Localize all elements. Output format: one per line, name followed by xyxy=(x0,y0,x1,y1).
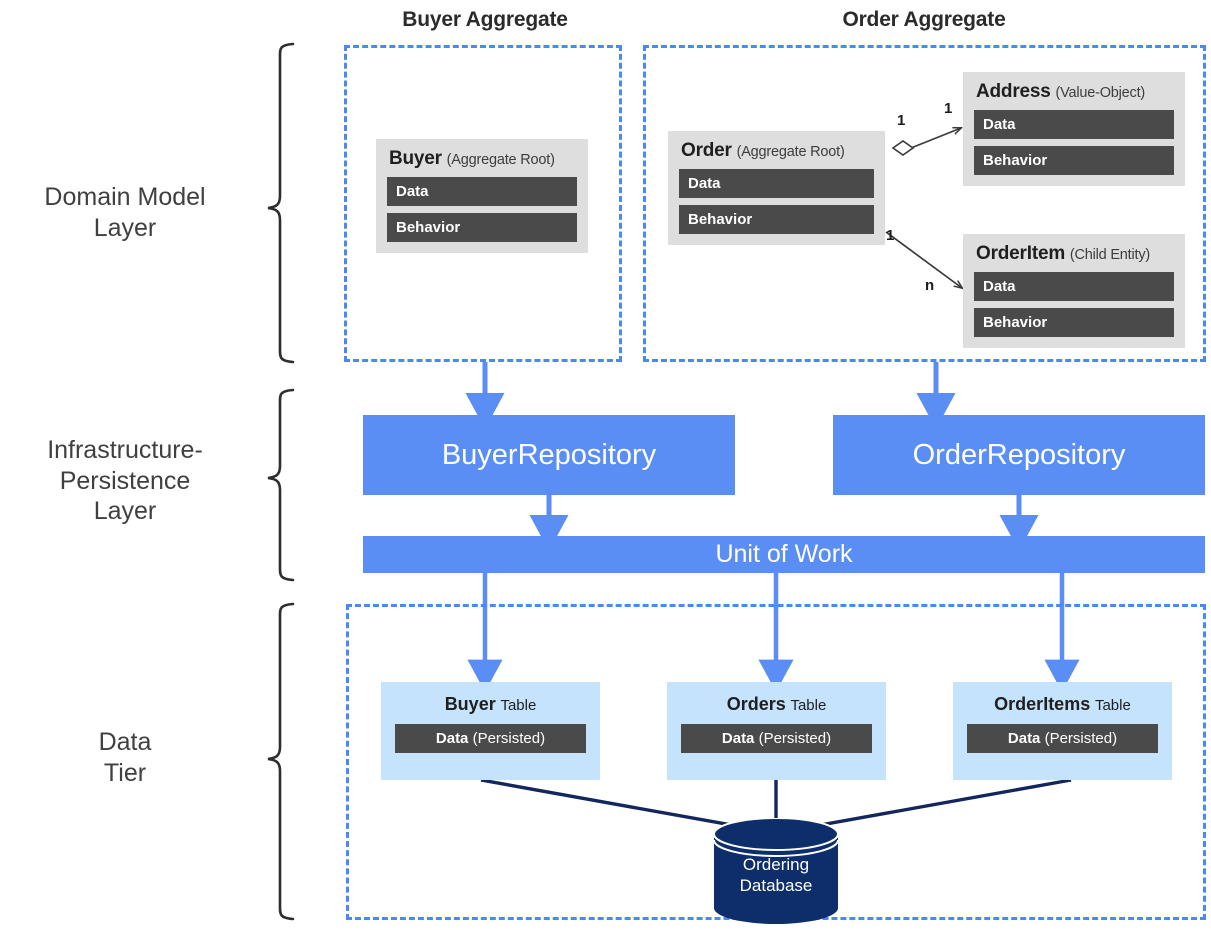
layer-label-domain-model: Domain Model Layer xyxy=(44,183,206,242)
entity-row-behavior: Behavior xyxy=(974,146,1174,175)
aggregate-title-order: Order Aggregate xyxy=(842,8,1006,31)
brace-domain-model-layer xyxy=(267,42,295,364)
orderitems-table-suffix: Table xyxy=(1094,697,1131,714)
layer-label-data-tier: Data Tier xyxy=(98,728,152,787)
brace-infrastructure-layer xyxy=(267,388,295,582)
entity-row-data: Data xyxy=(974,110,1174,139)
entity-card-address: Address (Value-Object) Data Behavior xyxy=(963,72,1185,186)
orders-table-data-note: (Persisted) xyxy=(758,730,832,747)
order-aggregate-boundary xyxy=(643,45,1206,362)
entity-row-data: Data xyxy=(974,272,1174,301)
entity-stereotype-address: (Value-Object) xyxy=(1055,85,1146,101)
entity-title-buyer: Buyer (Aggregate Root) xyxy=(389,148,577,170)
multiplicity-order-orderitem-source: 1 xyxy=(886,227,895,244)
entity-title-orderitem: OrderItem (Child Entity) xyxy=(976,243,1174,265)
orderitems-table-data-note: (Persisted) xyxy=(1044,730,1118,747)
entity-stereotype-buyer: (Aggregate Root) xyxy=(446,152,555,168)
entity-stereotype-order: (Aggregate Root) xyxy=(736,144,845,160)
orders-table-title: Orders Table xyxy=(681,694,872,715)
orders-table-suffix: Table xyxy=(790,697,827,714)
entity-row-behavior: Behavior xyxy=(387,213,577,242)
multiplicity-order-orderitem-target: n xyxy=(925,277,935,294)
buyer-table-data-label: Data xyxy=(435,730,469,747)
entity-card-orderitem: OrderItem (Child Entity) Data Behavior xyxy=(963,234,1185,348)
orderitems-table-title: OrderItems Table xyxy=(967,694,1158,715)
multiplicity-order-address-source: 1 xyxy=(897,112,906,129)
orderitems-table-name: OrderItems xyxy=(994,694,1091,714)
buyer-table-data-row: Data (Persisted) xyxy=(395,724,586,753)
orderitems-table-data-row: Data (Persisted) xyxy=(967,724,1158,753)
orderitems-table-card: OrderItems Table Data (Persisted) xyxy=(953,682,1172,780)
buyer-table-data-note: (Persisted) xyxy=(472,730,546,747)
entity-name-orderitem: OrderItem xyxy=(976,243,1066,264)
orders-table-name: Orders xyxy=(726,694,786,714)
entity-card-order: Order (Aggregate Root) Data Behavior xyxy=(668,131,885,245)
buyer-repository-box[interactable]: BuyerRepository xyxy=(363,415,735,495)
buyer-table-suffix: Table xyxy=(500,697,537,714)
entity-row-data: Data xyxy=(679,169,874,198)
brace-data-tier xyxy=(267,602,295,921)
entity-name-order: Order xyxy=(681,140,732,161)
orders-table-data-label: Data xyxy=(721,730,755,747)
entity-stereotype-orderitem: (Child Entity) xyxy=(1069,247,1151,263)
orders-table-data-row: Data (Persisted) xyxy=(681,724,872,753)
order-repository-box[interactable]: OrderRepository xyxy=(833,415,1205,495)
entity-card-buyer: Buyer (Aggregate Root) Data Behavior xyxy=(376,139,588,253)
entity-row-data: Data xyxy=(387,177,577,206)
database-cylinder-icon xyxy=(713,817,839,924)
entity-title-address: Address (Value-Object) xyxy=(976,81,1174,103)
buyer-table-card: Buyer Table Data (Persisted) xyxy=(381,682,600,780)
entity-name-buyer: Buyer xyxy=(389,148,442,169)
orderitems-table-data-label: Data xyxy=(1007,730,1041,747)
buyer-table-title: Buyer Table xyxy=(395,694,586,715)
unit-of-work-box[interactable]: Unit of Work xyxy=(363,536,1205,573)
buyer-aggregate-boundary xyxy=(344,45,622,362)
multiplicity-order-address-target: 1 xyxy=(944,100,953,117)
buyer-table-name: Buyer xyxy=(444,694,496,714)
orders-table-card: Orders Table Data (Persisted) xyxy=(667,682,886,780)
entity-name-address: Address xyxy=(976,81,1051,102)
aggregate-title-buyer: Buyer Aggregate xyxy=(402,8,568,31)
entity-row-behavior: Behavior xyxy=(974,308,1174,337)
layer-label-infrastructure-persistence: Infrastructure- Persistence Layer xyxy=(47,436,203,525)
ordering-database-shape: Ordering Database xyxy=(712,817,840,924)
entity-row-behavior: Behavior xyxy=(679,205,874,234)
entity-title-order: Order (Aggregate Root) xyxy=(681,140,874,162)
